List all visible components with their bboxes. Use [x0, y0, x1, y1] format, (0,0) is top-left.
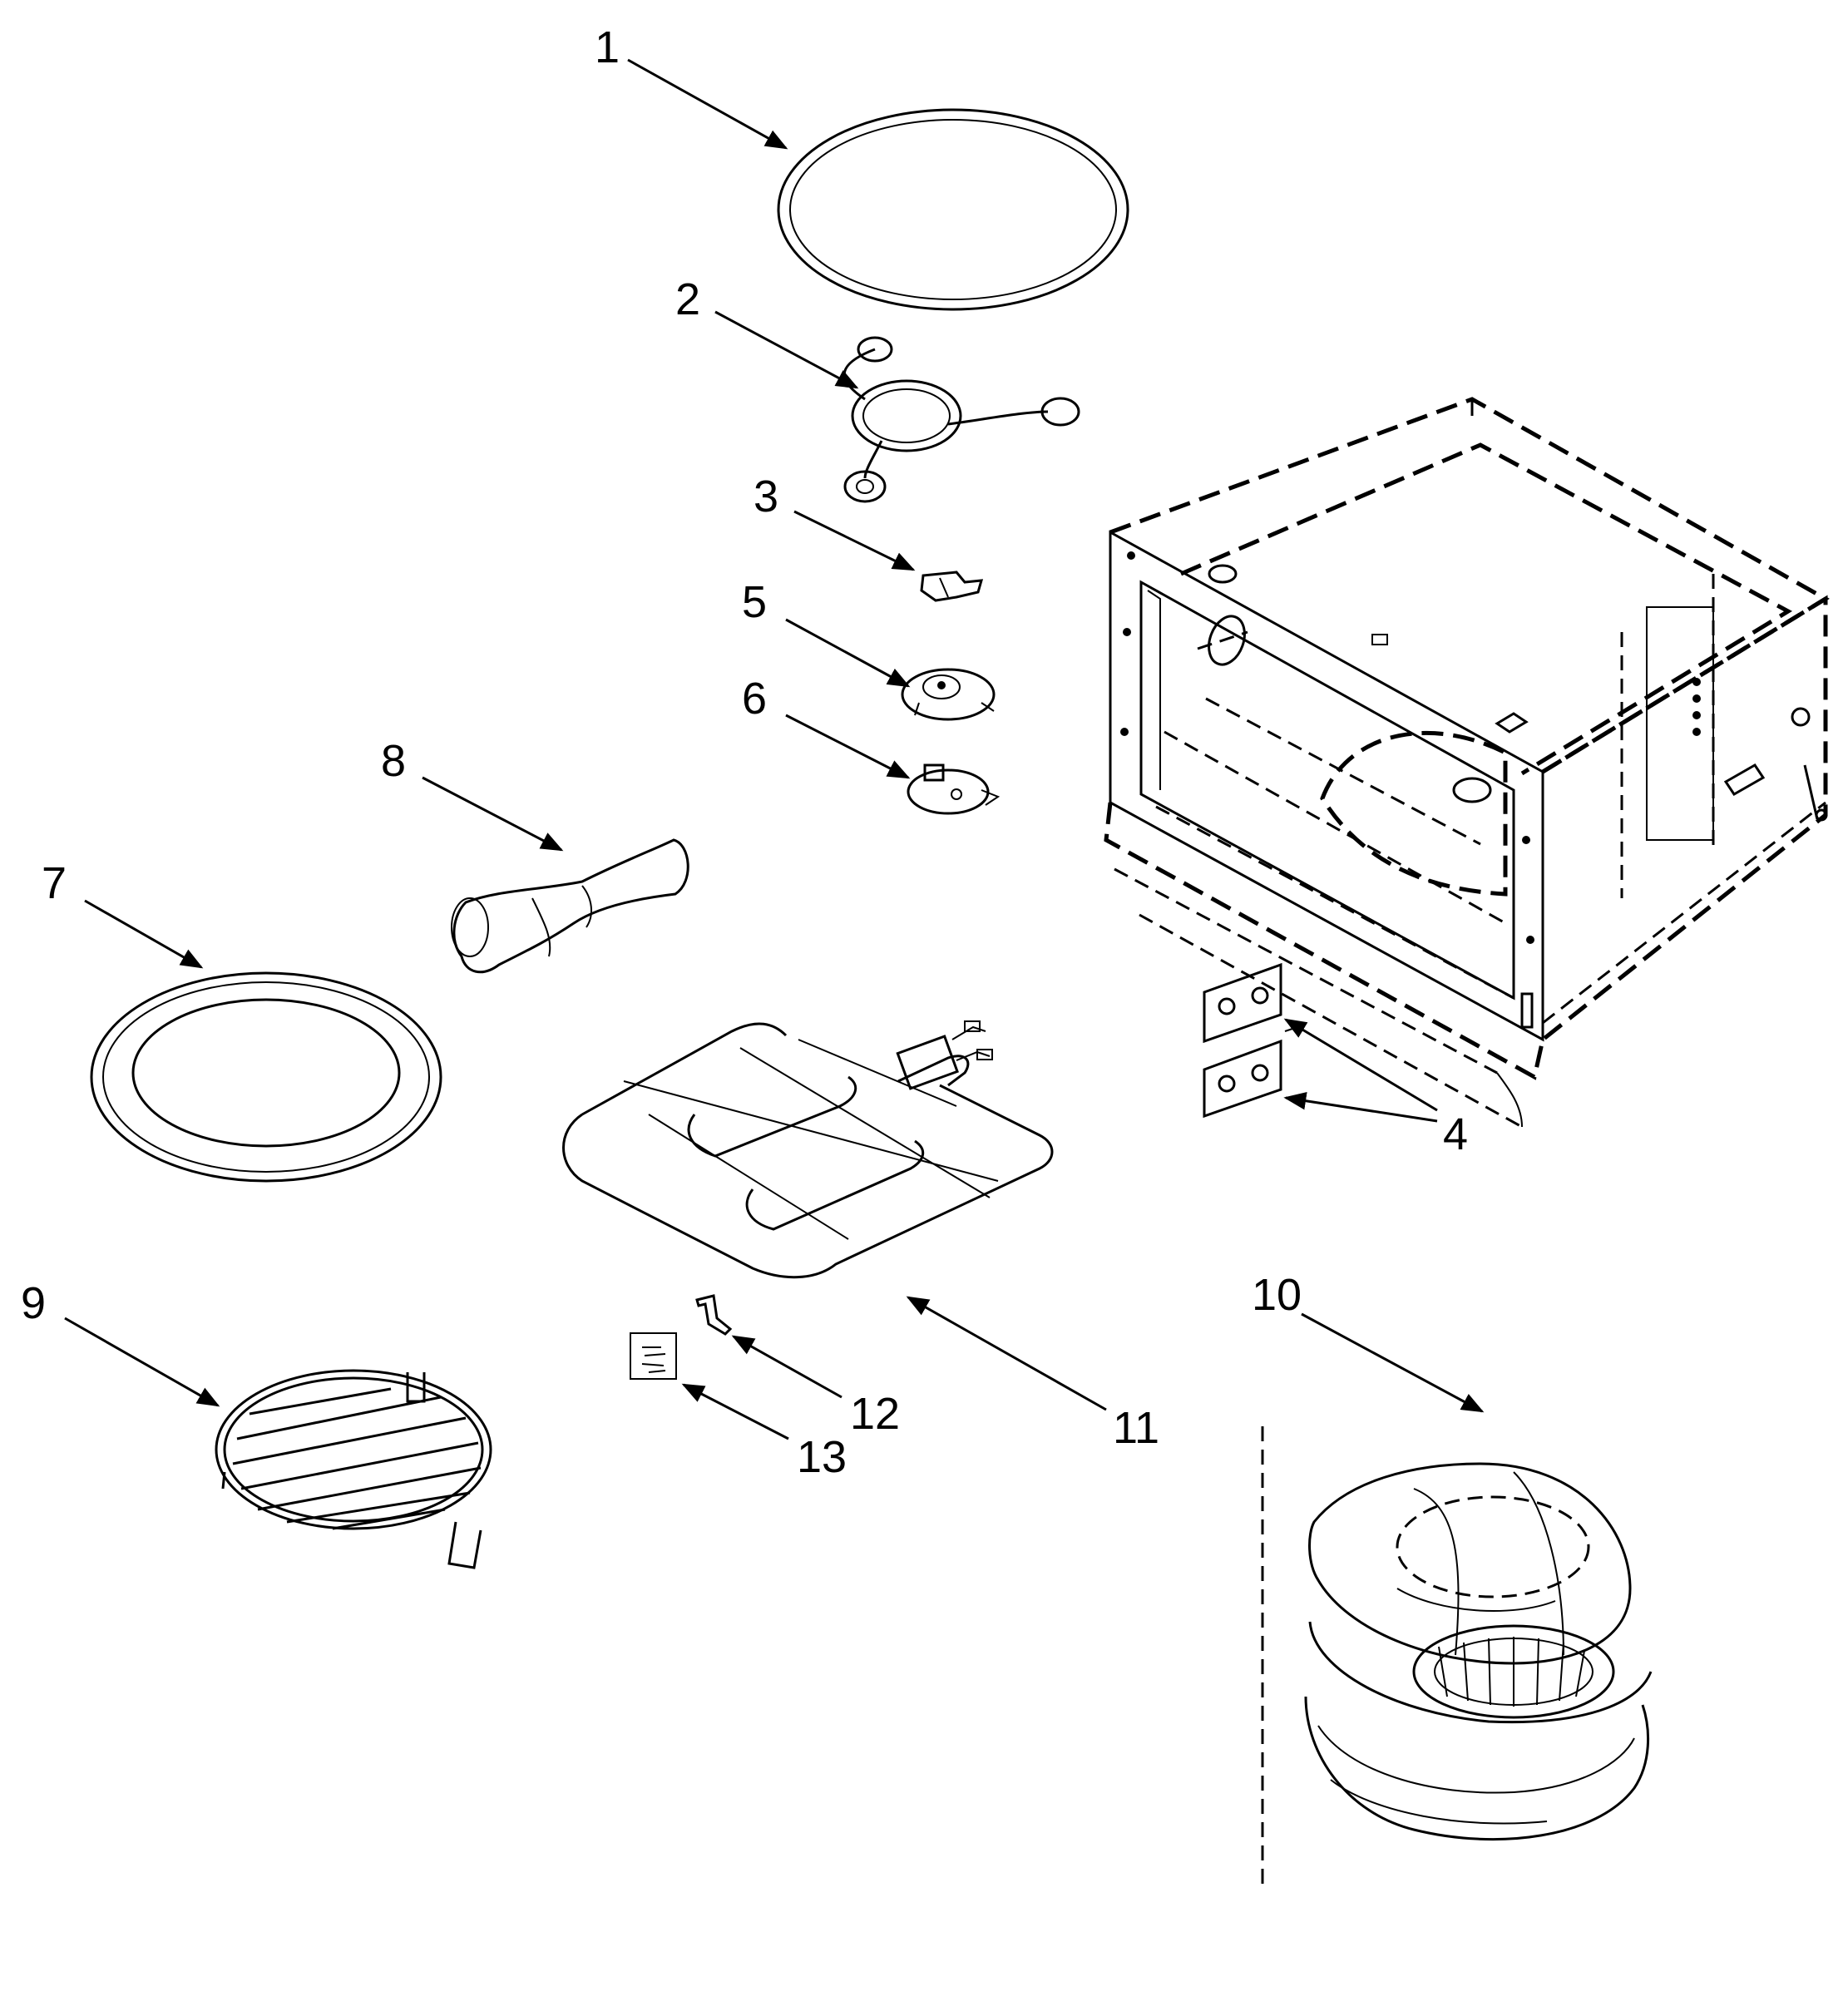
part-10-steamer-set [1261, 1426, 1653, 1888]
leader-line-1 [627, 58, 788, 150]
leader-line-6 [785, 714, 911, 779]
leader-line-3 [793, 510, 916, 571]
leader-line-10 [1301, 1312, 1485, 1413]
callout-9: 9 [21, 1278, 46, 1328]
leader-line-4b [1283, 1092, 1438, 1123]
oven-cavity-assembly [1104, 397, 1830, 1129]
part-1-glass-tray [777, 108, 1129, 311]
leader-line-7 [84, 899, 204, 969]
part-5-motor [901, 668, 996, 721]
callout-1: 1 [595, 22, 620, 72]
leader-line-4a [1283, 1018, 1438, 1112]
callout-12: 12 [850, 1389, 900, 1439]
part-13-label [630, 1332, 677, 1380]
leader-line-2 [714, 310, 859, 389]
callout-5: 5 [742, 577, 767, 627]
part-2-roller-support [842, 336, 1080, 503]
part-7-crisper-pan [90, 971, 442, 1183]
part-6-motor [907, 763, 1001, 815]
callout-3: 3 [754, 472, 778, 521]
callout-6: 6 [742, 674, 767, 724]
part-11-heating-element [562, 1020, 1054, 1279]
callout-4: 4 [1443, 1109, 1468, 1159]
callout-13: 13 [797, 1432, 847, 1482]
part-12-bracket [695, 1294, 733, 1336]
leader-line-8 [422, 776, 564, 852]
callout-2: 2 [675, 274, 700, 324]
part-8-crisper-handle [451, 838, 689, 974]
part-3-coupler [920, 571, 984, 602]
part-4-mica-cover-plates [1203, 962, 1298, 1119]
leader-line-13 [681, 1383, 789, 1440]
part-9-grill-rack [215, 1369, 492, 1569]
leader-line-9 [64, 1317, 220, 1407]
leader-line-5 [785, 618, 911, 688]
callout-7: 7 [42, 858, 67, 908]
callout-8: 8 [381, 736, 406, 786]
leader-line-12 [731, 1335, 842, 1399]
callout-11: 11 [1113, 1403, 1159, 1453]
callout-10: 10 [1252, 1270, 1302, 1320]
leader-line-11 [906, 1296, 1107, 1411]
